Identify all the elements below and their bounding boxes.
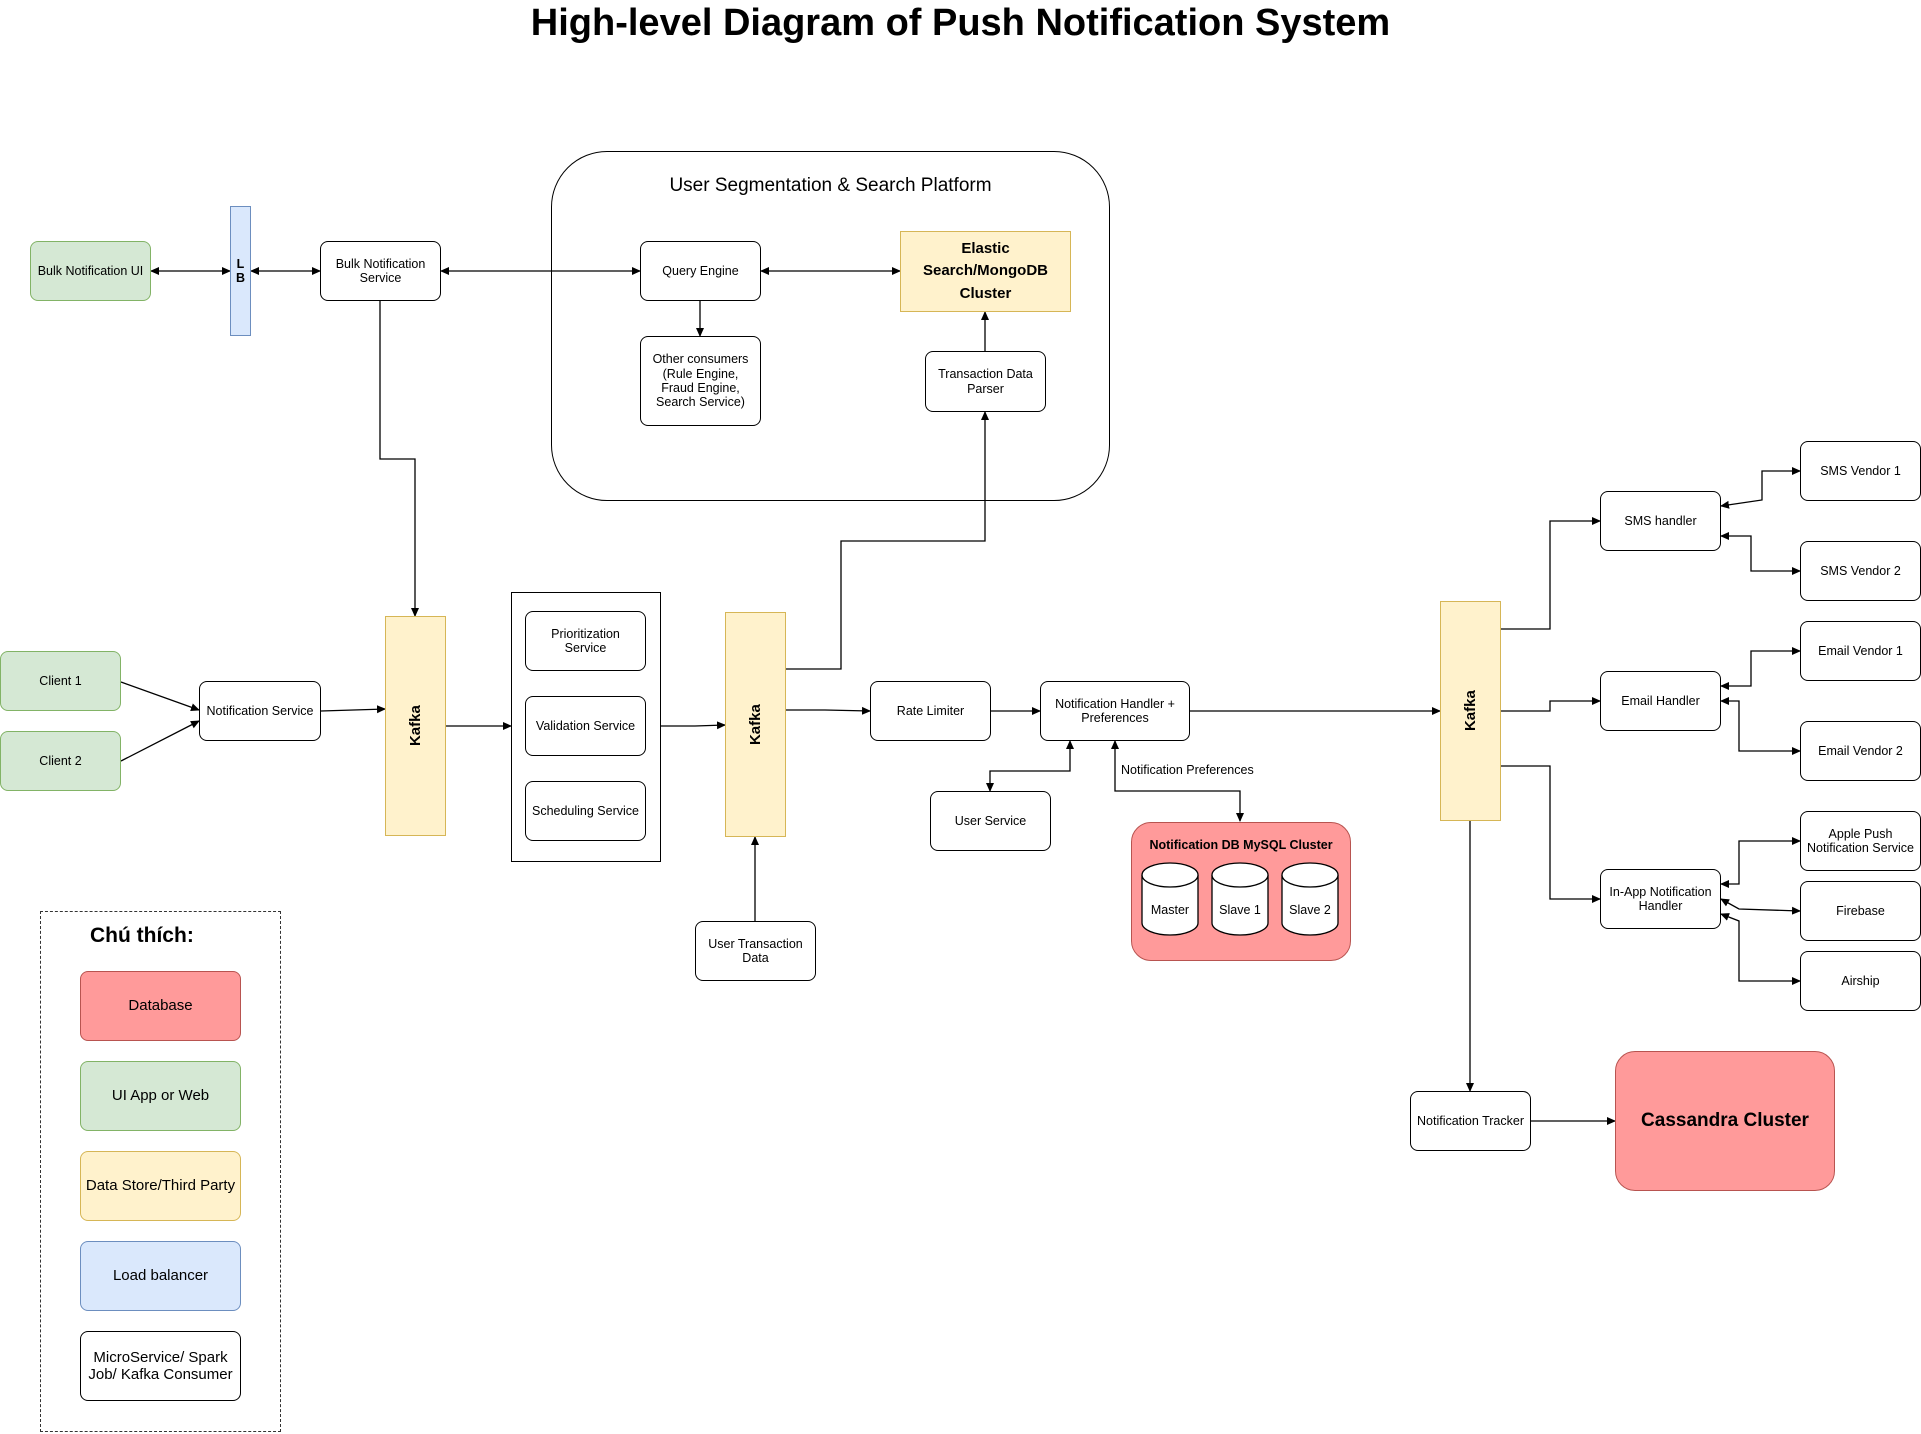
notification-service[interactable]: Notification Service — [199, 681, 321, 741]
legend-item-microservice: MicroService/ Spark Job/ Kafka Consumer — [80, 1331, 241, 1401]
edge-inapp-apple — [1720, 837, 1801, 888]
firebase[interactable]: Firebase — [1800, 881, 1921, 941]
client-2[interactable]: Client 2 — [0, 731, 121, 791]
edge-kafka2-ratelimiter — [786, 706, 871, 715]
edge-handler-userservice — [986, 740, 1074, 792]
edge-inapp-firebase — [1720, 898, 1801, 915]
email-handler[interactable]: Email Handler — [1600, 671, 1721, 731]
airship[interactable]: Airship — [1800, 951, 1921, 1011]
mysql-master[interactable]: Master — [1141, 861, 1199, 937]
email-vendor-1[interactable]: Email Vendor 1 — [1800, 621, 1921, 681]
edge-kafka3-email — [1500, 697, 1601, 712]
edge-client1-notifservice — [120, 681, 200, 712]
edge-client2-notifservice — [120, 720, 200, 762]
mysql-slave-2[interactable]: Slave 2 — [1281, 861, 1339, 937]
prioritization-service[interactable]: Prioritization Service — [525, 611, 646, 671]
edge-sms-vendor1 — [1720, 467, 1801, 509]
other-consumers[interactable]: Other consumers (Rule Engine, Fraud Engi… — [640, 336, 761, 426]
legend-item-load-balancer: Load balancer — [80, 1241, 241, 1311]
kafka-delivery[interactable]: Kafka — [1440, 601, 1501, 821]
legend-title: Chú thích: — [90, 924, 194, 947]
client-1[interactable]: Client 1 — [0, 651, 121, 711]
load-balancer[interactable]: L B — [230, 206, 251, 336]
edge-kafka3-sms — [1500, 517, 1601, 630]
edge-bulkservice-kafka1 — [379, 301, 419, 617]
kafka-ingest-label: Kafka — [406, 705, 424, 747]
sms-handler[interactable]: SMS handler — [1600, 491, 1721, 551]
legend-item-database: Database — [80, 971, 241, 1041]
bulk-notification-ui[interactable]: Bulk Notification UI — [30, 241, 151, 301]
edge-sms-vendor2 — [1720, 532, 1801, 575]
processing-services-group — [511, 592, 661, 862]
legend-item-data-store: Data Store/Third Party — [80, 1151, 241, 1221]
kafka-ingest[interactable]: Kafka — [385, 616, 446, 836]
elastic-search-mongodb-cluster[interactable]: Elastic Search/MongoDB Cluster — [900, 231, 1071, 312]
apple-push-notification-service[interactable]: Apple Push Notification Service — [1800, 811, 1921, 871]
edge-notifservice-kafka1 — [320, 705, 386, 714]
user-segmentation-platform — [551, 151, 1110, 501]
mysql-cluster-title: Notification DB MySQL Cluster — [1149, 838, 1333, 852]
cassandra-cluster[interactable]: Cassandra Cluster — [1615, 1051, 1835, 1191]
mysql-slave-2-label: Slave 2 — [1289, 903, 1331, 917]
email-vendor-2[interactable]: Email Vendor 2 — [1800, 721, 1921, 781]
kafka-delivery-label: Kafka — [1461, 690, 1479, 732]
user-service[interactable]: User Service — [930, 791, 1051, 851]
kafka-processed[interactable]: Kafka — [725, 612, 786, 837]
edge-group-kafka2 — [661, 721, 726, 730]
diagram-title: High-level Diagram of Push Notification … — [530, 2, 1391, 44]
notification-handler-preferences[interactable]: Notification Handler + Preferences — [1040, 681, 1190, 741]
cylinder-icon — [1281, 862, 1339, 936]
query-engine[interactable]: Query Engine — [640, 241, 761, 301]
notification-tracker[interactable]: Notification Tracker — [1410, 1091, 1531, 1151]
legend — [40, 911, 281, 1432]
validation-service[interactable]: Validation Service — [525, 696, 646, 756]
edge-inapp-airship — [1720, 913, 1801, 985]
mysql-slave-1-label: Slave 1 — [1219, 903, 1261, 917]
sms-vendor-1[interactable]: SMS Vendor 1 — [1800, 441, 1921, 501]
in-app-notification-handler[interactable]: In-App Notification Handler — [1600, 869, 1721, 929]
cylinder-icon — [1141, 862, 1199, 936]
mysql-master-label: Master — [1150, 903, 1190, 917]
user-transaction-data[interactable]: User Transaction Data — [695, 921, 816, 981]
edge-kafka3-inapp — [1500, 765, 1601, 903]
legend-item-ui-app: UI App or Web — [80, 1061, 241, 1131]
kafka-processed-label: Kafka — [746, 704, 764, 745]
platform-title: User Segmentation & Search Platform — [669, 175, 992, 196]
mysql-slave-1[interactable]: Slave 1 — [1211, 861, 1269, 937]
transaction-data-parser[interactable]: Transaction Data Parser — [925, 351, 1046, 412]
bulk-notification-service[interactable]: Bulk Notification Service — [320, 241, 441, 301]
rate-limiter[interactable]: Rate Limiter — [870, 681, 991, 741]
edge-email-vendor2 — [1720, 697, 1801, 755]
sms-vendor-2[interactable]: SMS Vendor 2 — [1800, 541, 1921, 601]
notification-preferences-label: Notification Preferences — [1121, 763, 1254, 777]
edge-email-vendor1 — [1720, 647, 1801, 690]
scheduling-service[interactable]: Scheduling Service — [525, 781, 646, 841]
edge-handler-mysql — [1111, 740, 1244, 822]
cylinder-icon — [1211, 862, 1269, 936]
